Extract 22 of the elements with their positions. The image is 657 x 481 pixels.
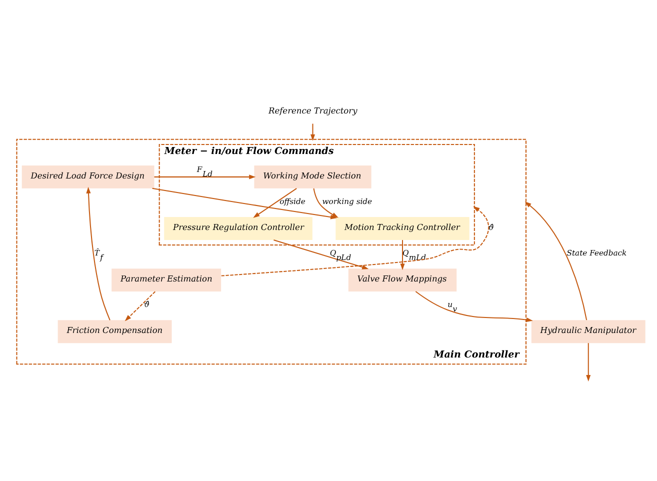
arrow [154,174,256,180]
node-box: Motion Tracking Controller [336,217,470,240]
node-box: Friction Compensation [58,320,172,344]
node-box: Parameter Estimation [112,268,222,292]
node-text: Reference Trajectory [268,106,358,116]
arrow [86,186,110,320]
node-box: Desired Load Force Design [22,165,154,188]
arrow [400,240,405,270]
arrow [310,124,316,141]
arrow [313,188,338,218]
arrow [152,188,338,220]
node-box: Pressure Regulation Controller [164,217,312,240]
arrow [415,291,533,322]
arrow [253,188,297,218]
arrow [274,240,369,270]
arrow [124,291,156,322]
arrow [221,206,490,276]
node-box: Hydraulic Manipulator [531,320,646,344]
node-box: Working Mode Slection [254,165,372,188]
node-box: Valve Flow Mappings [348,268,457,292]
arrow [524,202,588,320]
arrow [586,343,591,382]
